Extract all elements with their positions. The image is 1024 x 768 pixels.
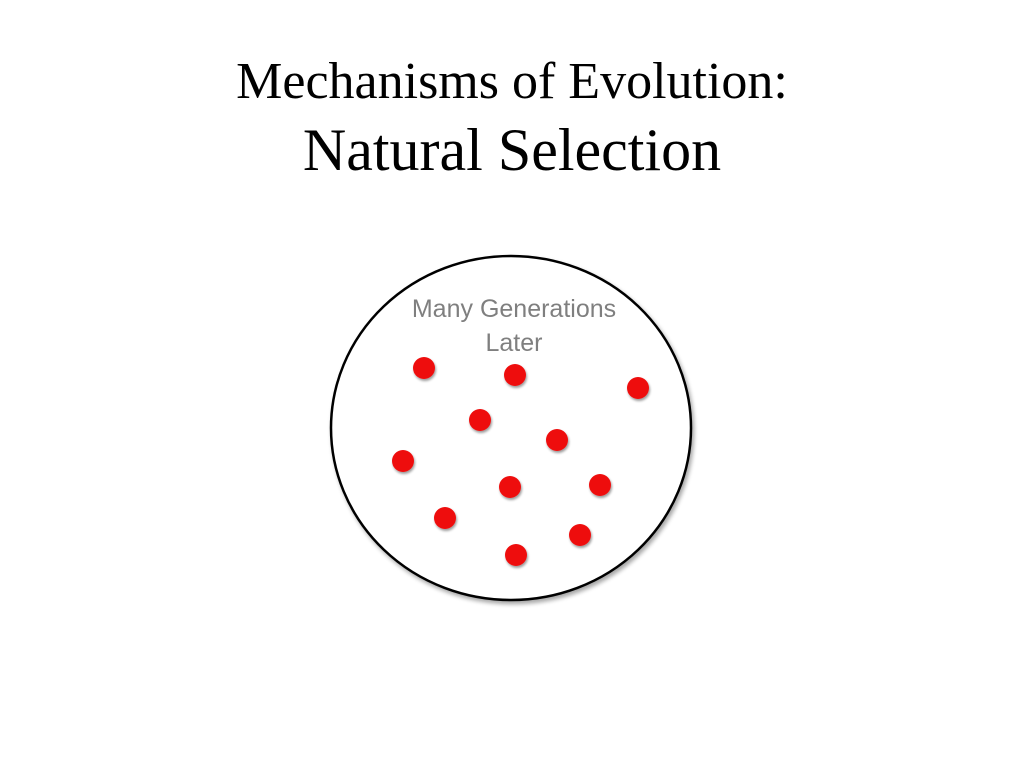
organism-dot (546, 429, 568, 451)
population-circle (329, 254, 693, 602)
label-many-generations: Many Generations (412, 295, 616, 323)
title-line-mechanisms: Mechanisms of Evolution: (236, 53, 788, 110)
organism-dot (392, 450, 414, 472)
organism-dot (504, 364, 526, 386)
organism-dot (505, 544, 527, 566)
slide-title: Mechanisms of Evolution: Natural Selecti… (0, 50, 1024, 186)
title-line-natural-selection: Natural Selection (302, 117, 722, 183)
organism-dot (569, 524, 591, 546)
organism-dot (469, 409, 491, 431)
organism-dot (627, 377, 649, 399)
organism-dot (413, 357, 435, 379)
population-svg: Many Generations Later (329, 254, 693, 602)
organism-dot (434, 507, 456, 529)
organism-dot (589, 474, 611, 496)
population-diagram: Many Generations Later (320, 245, 704, 613)
label-later: Later (486, 329, 543, 357)
organism-dot (499, 476, 521, 498)
